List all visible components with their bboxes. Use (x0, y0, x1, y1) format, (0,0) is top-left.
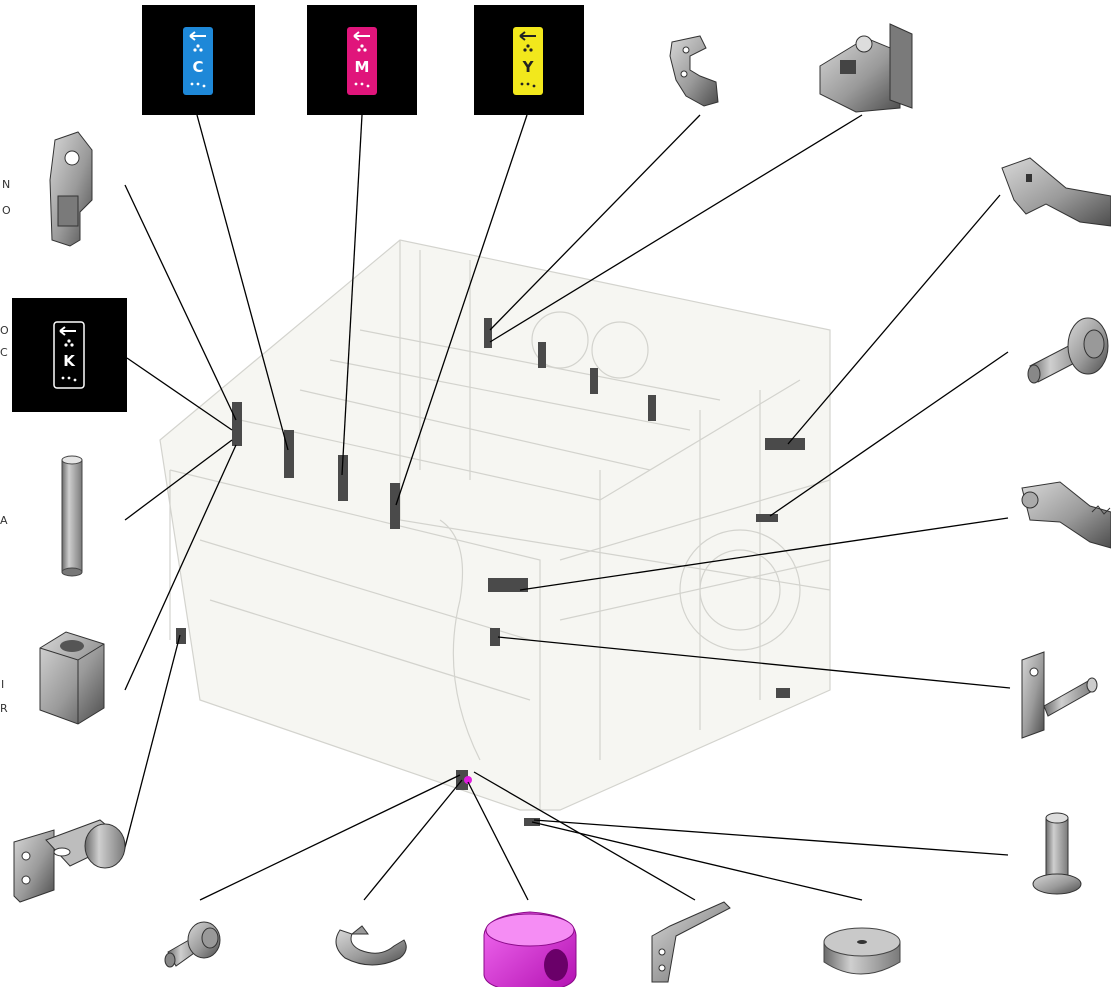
cut-text-2a: O (0, 324, 9, 337)
holder-block-icon (39, 631, 105, 725)
lever-bracket-icon (49, 131, 93, 247)
toner-label-magenta: M (307, 5, 417, 115)
bushing-icon (483, 911, 577, 987)
shoulder-screw-bottom-icon (164, 921, 221, 968)
hinge-block-icon (819, 23, 913, 113)
pin-icon (1032, 812, 1082, 895)
cut-text-4b: R (0, 702, 8, 715)
cut-off-text-group: N O O C A I R (0, 178, 11, 715)
gear-arm-upper-icon (1001, 157, 1111, 227)
leader-lines (122, 114, 1011, 901)
toner-label-black: K (12, 298, 127, 412)
toner-letter-black: K (63, 352, 76, 370)
frame-mounted-parts (176, 318, 805, 826)
cut-text-4a: I (1, 678, 4, 691)
shoulder-screw-right-icon (1027, 317, 1109, 384)
cut-text-1a: N (2, 178, 10, 191)
toner-letter-yellow: Y (522, 58, 535, 76)
gear-arm-lower-icon (1021, 481, 1111, 549)
roller-bracket-icon (13, 819, 126, 903)
cut-text-3a: A (0, 514, 8, 527)
toner-letter-magenta: M (355, 58, 370, 76)
foot-pad-icon (823, 927, 901, 975)
small-lever-icon (651, 901, 731, 983)
toner-letter-cyan: C (192, 58, 203, 76)
clip-bracket-icon (669, 35, 719, 107)
toner-label-yellow: Y (474, 5, 584, 115)
cut-text-2b: C (0, 346, 8, 359)
pipe-icon (61, 455, 83, 577)
shaft-bracket-icon (1021, 651, 1098, 739)
printer-frame (159, 239, 831, 811)
toner-label-cyan: C (142, 5, 255, 115)
e-ring-icon (335, 925, 407, 966)
cut-text-1b: O (2, 204, 11, 217)
